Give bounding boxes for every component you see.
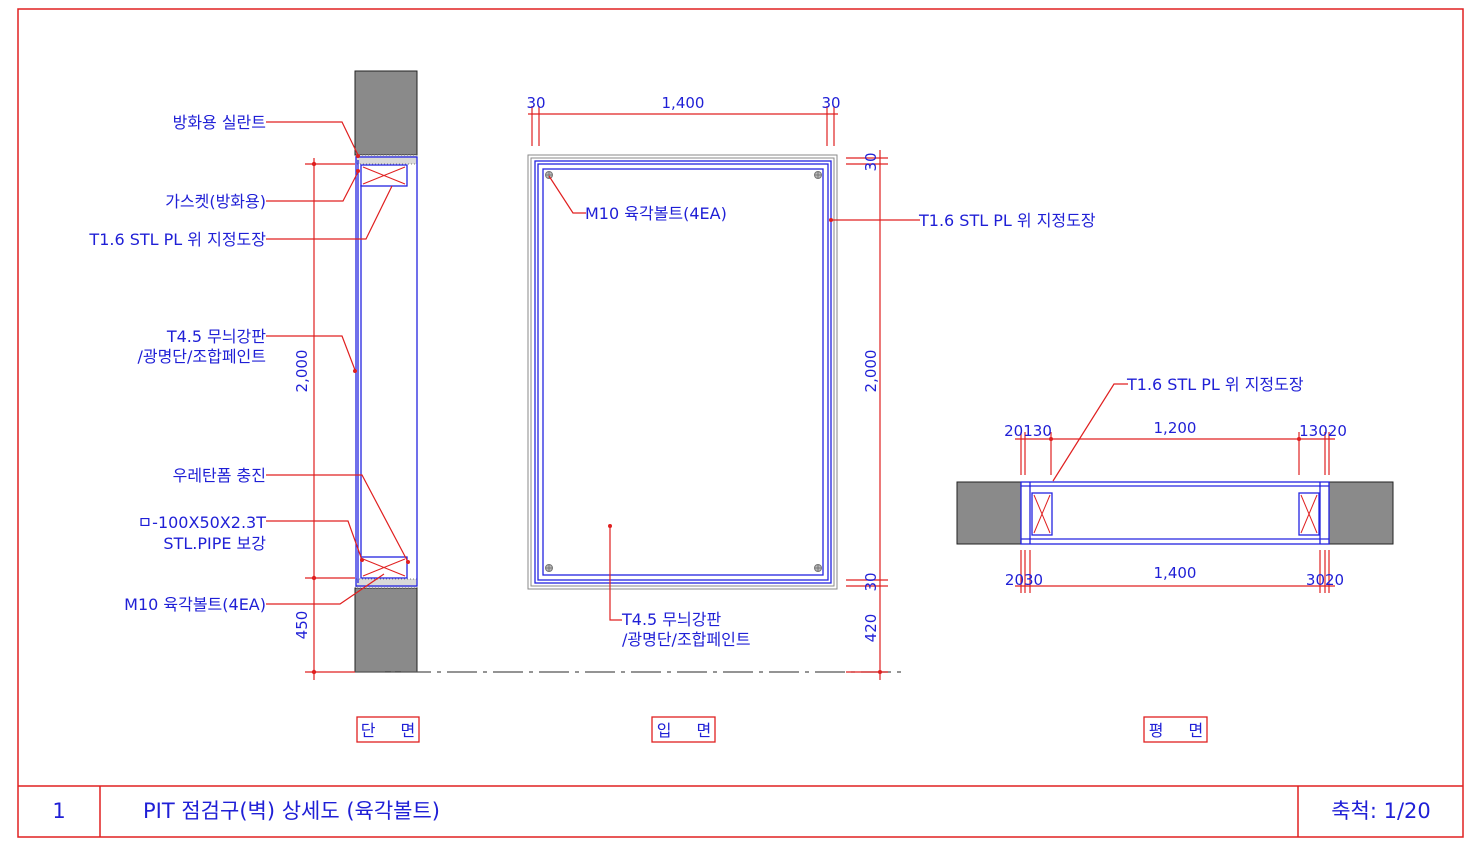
elevation-label-checker-1: T4.5 무늬강판	[621, 610, 721, 629]
elevation-label-checker-2: /광명단/조합페인트	[622, 630, 751, 649]
elevation-bolt-bl	[545, 564, 553, 572]
elevation-dim-top-mid: 1,400	[662, 94, 705, 112]
label-urethane: 우레탄폼 충진	[173, 466, 266, 485]
elevation-title-box	[651, 716, 716, 743]
plan-dim-bot-right: 3020	[1306, 571, 1344, 589]
elevation-leader-stl-pl-dot	[829, 218, 833, 222]
drawing-border	[17, 8, 1464, 838]
elevation-leader-bolt	[548, 175, 586, 214]
section-dim-bottom: 450	[293, 611, 311, 640]
leader-checker-dot	[353, 369, 357, 373]
plan-dim-top-right: 13020	[1299, 422, 1347, 440]
elevation-dim-top-left: 30	[526, 94, 545, 112]
label-checker-1: T4.5 무늬강판	[166, 327, 266, 346]
label-gasket: 가스켓(방화용)	[165, 192, 266, 211]
elevation-dim-right-base: 420	[862, 614, 880, 643]
section-dim-height: 2,000	[293, 350, 311, 393]
elevation-leader-checker-dot	[608, 524, 612, 528]
elevation-leader-checker	[609, 526, 622, 621]
leader-sealant	[266, 121, 359, 156]
plan-plate	[1020, 481, 1330, 545]
plan-dim-bot-mid: 1,400	[1154, 564, 1197, 582]
leader-pipe	[266, 520, 363, 561]
plan-dim-top-dot-1	[1049, 437, 1053, 441]
elevation-bolt-br	[814, 564, 822, 572]
plan-pipe-right	[1298, 492, 1320, 536]
elevation-dim-right-top: 30	[862, 152, 880, 171]
section-pipe-top-x2	[362, 166, 406, 185]
plan-dim-top-dot-2	[1297, 437, 1301, 441]
drawing-number: 1	[52, 799, 65, 823]
label-bolt: M10 육각볼트(4EA)	[124, 595, 266, 614]
leader-gasket	[266, 171, 359, 202]
section-dim-dot-3	[311, 669, 317, 675]
leader-stl-pl	[266, 185, 393, 240]
elevation-plate-3	[542, 168, 824, 576]
leader-urethane-dot	[406, 560, 410, 564]
plan-pipe-right-x2	[1300, 494, 1318, 534]
plan-wall-left	[956, 481, 1022, 545]
plan-dim-bot-left: 2030	[1005, 571, 1043, 589]
plan-label-stl-pl: T1.6 STL PL 위 지정도장	[1126, 375, 1304, 394]
section-wall-bottom	[354, 587, 418, 673]
plan-pipe-left-x2	[1033, 494, 1051, 534]
section-title: 단 면	[361, 721, 426, 740]
plan-leader-stl-pl	[1052, 383, 1128, 482]
elevation-label-bolt: M10 육각볼트(4EA)	[585, 204, 727, 223]
leader-sealant-dot	[356, 154, 360, 158]
label-pipe-2: STL.PIPE 보강	[163, 534, 266, 553]
drawing-title: PIT 점검구(벽) 상세도 (육각볼트)	[143, 799, 440, 823]
elevation-dim-top-right: 30	[821, 94, 840, 112]
section-view: 2,000 450 방화용 실란트 가스켓(방화용) T1.6 STL PL 위…	[88, 70, 418, 680]
elevation-dim-right-mid: 2,000	[862, 350, 880, 393]
section-dim-dot-2	[311, 575, 317, 581]
section-pipe-top	[360, 164, 408, 187]
plan-view: 20130 1,200 13020 2030 1,400 3020 T1.6 S…	[956, 375, 1394, 593]
elevation-dim-right-bot: 30	[862, 572, 880, 591]
plan-dim-top-left: 20130	[1004, 422, 1052, 440]
elevation-view: 30 1,400 30 30 2,000 30 420 M10 육각볼트(4EA…	[526, 94, 1096, 680]
elevation-label-stl-pl: T1.6 STL PL 위 지정도장	[918, 211, 1096, 230]
section-title-box	[356, 716, 420, 743]
leader-gasket-dot	[356, 169, 360, 173]
label-pipe-1: ㅁ-100X50X2.3T	[137, 513, 266, 532]
section-pipe-bottom	[360, 556, 408, 579]
elevation-outer-frame-1	[527, 154, 838, 590]
section-dim-dot-1	[311, 161, 317, 167]
leader-urethane	[266, 474, 409, 563]
plan-title-box	[1143, 716, 1208, 743]
elevation-plate-1	[534, 160, 832, 584]
leader-checker	[266, 335, 356, 371]
plan-dim-top-mid: 1,200	[1154, 419, 1197, 437]
plan-pipe-left	[1031, 492, 1053, 536]
elevation-dim-right-dot	[878, 670, 882, 674]
section-wall-top	[354, 70, 418, 156]
elevation-outer-frame-2	[530, 157, 835, 587]
label-sealant: 방화용 실란트	[173, 113, 266, 132]
section-pipe-bottom-x2	[362, 558, 406, 577]
leader-pipe-dot	[360, 558, 364, 562]
label-stl-pl: T1.6 STL PL 위 지정도장	[88, 230, 266, 249]
plan-title: 평 면	[1149, 721, 1214, 740]
elevation-bolt-tl	[545, 171, 553, 179]
plan-wall-right	[1328, 481, 1394, 545]
elevation-bolt-tr	[814, 171, 822, 179]
drawing-scale: 축척: 1/20	[1331, 799, 1431, 823]
elevation-title: 입 면	[657, 721, 722, 740]
elevation-plate-2	[537, 163, 829, 581]
leader-bolt	[266, 573, 385, 605]
label-checker-2: /광명단/조합페인트	[137, 347, 266, 366]
